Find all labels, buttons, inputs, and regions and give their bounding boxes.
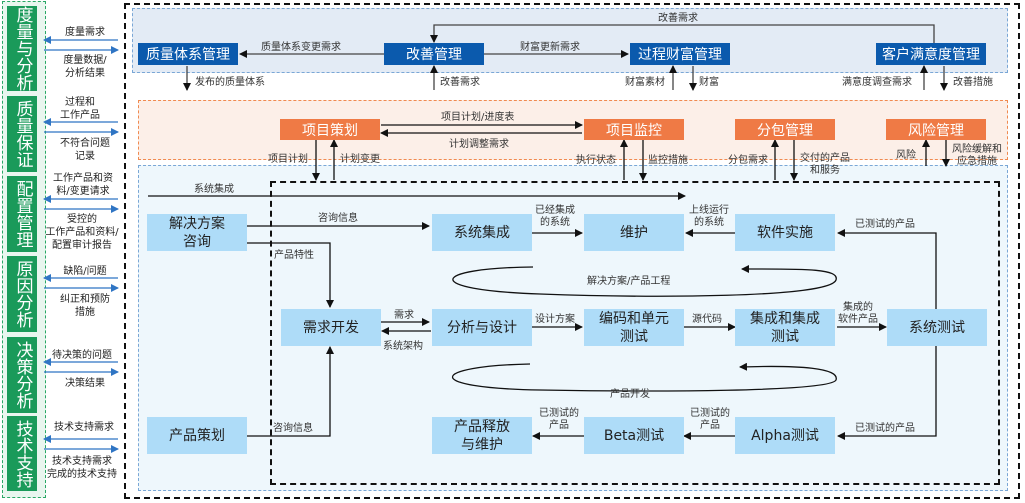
process-asset-mgmt-box[interactable]: 过程财富管理 [630, 43, 730, 65]
customer-satisfaction-mgmt-box[interactable]: 客户满意度管理 [876, 43, 986, 65]
qa-in-label: 过程和 工作产品 [60, 97, 100, 121]
measurement-in-label: 度量需求 [65, 27, 105, 38]
tab-decision-analysis[interactable]: 决策分析 [7, 337, 37, 413]
consult-info-2-label: 咨询信息 [273, 423, 313, 434]
ca-in-label: 缺陷/问题 [63, 266, 107, 277]
subcontract-mgmt-box[interactable]: 分包管理 [735, 119, 835, 140]
risk-mgmt-box[interactable]: 风险管理 [886, 119, 986, 140]
quality-change-label: 质量体系变更需求 [261, 42, 341, 53]
beta-test-box[interactable]: Beta测试 [584, 417, 684, 454]
plan-schedule-label: 项目计划/进度表 [441, 112, 515, 123]
ts-out-label: 技术支持需求 完成的技术支持 [47, 456, 117, 480]
plan-change-label: 计划变更 [340, 154, 380, 165]
consult-info-label: 咨询信息 [318, 213, 358, 224]
improvement-request-label: 改善需求 [440, 77, 480, 88]
arrow-product-features [246, 242, 334, 308]
tab-technical-support[interactable]: 技术支持 [7, 416, 37, 491]
satisfaction-survey-label: 满意度调查需求 [842, 77, 912, 88]
product-dev-loop-label: 产品开发 [610, 389, 650, 400]
arrow-improvement-top [430, 24, 935, 43]
tab-configuration-management[interactable]: 配置管理 [7, 176, 37, 252]
risk-label: 风险 [896, 150, 916, 161]
cm-in-label: 工作产品和资 料/变更请求 [53, 173, 113, 197]
tab-measurement-analysis[interactable]: 度量与分析 [7, 6, 37, 91]
requirements-dev-box[interactable]: 需求开发 [281, 309, 381, 346]
process-management-band [132, 8, 1008, 73]
project-planning-box[interactable]: 项目策划 [280, 119, 380, 140]
delivered-products-label: 交付的产品 和服务 [800, 153, 850, 176]
quality-system-mgmt-box[interactable]: 质量体系管理 [138, 43, 238, 65]
asset-update-label: 财富更新需求 [520, 42, 580, 53]
release-maint-box[interactable]: 产品释放 与维护 [432, 417, 532, 454]
measurement-out-label: 度量数据/ 分析结果 [63, 55, 107, 79]
integrated-sw-label: 集成的 软件产品 [838, 302, 878, 325]
engineering-inner-frame [270, 181, 1000, 485]
risk-mitigation-label: 风险缓解和 应急措施 [952, 144, 1002, 167]
system-test-box[interactable]: 系统测试 [887, 309, 987, 346]
improvement-request-top-label: 改善需求 [658, 13, 698, 24]
project-plan-label: 项目计划 [268, 154, 308, 165]
alpha-test-box[interactable]: Alpha测试 [735, 417, 835, 454]
exec-status-label: 执行状态 [576, 155, 616, 166]
requirement-label: 需求 [394, 310, 414, 321]
system-integration-box[interactable]: 系统集成 [432, 214, 532, 251]
published-quality-label: 发布的质量体系 [195, 77, 265, 88]
arrow-consult-info-2 [246, 346, 334, 437]
design-plan-label: 设计方案 [535, 314, 575, 325]
source-code-label: 源代码 [692, 314, 722, 325]
loop-product-dev [451, 362, 837, 392]
qa-out-label: 不符合问题 记录 [60, 138, 110, 162]
tested-product-2-label: 已测试的 产品 [539, 408, 579, 431]
main-frame [124, 3, 1020, 499]
arrow-tested-product-1 [837, 229, 937, 309]
tested-product-1-label: 已测试的产品 [855, 219, 915, 230]
plan-adjust-label: 计划调整需求 [449, 139, 509, 150]
cm-out-label: 受控的 工作产品和资料/ 配置审计报告 [45, 214, 119, 251]
improvement-measures-label: 改善措施 [953, 77, 993, 88]
asset-label: 财富 [699, 77, 719, 88]
tab-quality-assurance[interactable]: 质量保证 [7, 96, 37, 172]
solution-loop-label: 解决方案/产品工程 [587, 276, 671, 287]
tested-product-3-label: 已测试的 产品 [690, 408, 730, 431]
arrow-tested-product-4 [837, 346, 937, 440]
coding-unit-test-box[interactable]: 编码和单元 测试 [584, 309, 684, 346]
system-arch-label: 系统架构 [383, 341, 423, 352]
monitor-measures-label: 监控措施 [648, 155, 688, 166]
asset-material-label: 财富素材 [625, 77, 665, 88]
integrated-system-label: 已经集成 的系统 [535, 205, 575, 228]
online-system-label: 上线运行 的系统 [689, 205, 729, 228]
improvement-mgmt-box[interactable]: 改善管理 [384, 43, 484, 65]
project-monitoring-box[interactable]: 项目监控 [584, 119, 684, 140]
ca-out-label: 纠正和预防 措施 [60, 294, 110, 318]
subcontract-need-label: 分包需求 [728, 155, 768, 166]
software-impl-box[interactable]: 软件实施 [735, 214, 835, 251]
tab-causal-analysis[interactable]: 原因分析 [7, 256, 37, 332]
da-in-label: 待决策的问题 [52, 350, 112, 361]
maintenance-box[interactable]: 维护 [584, 214, 684, 251]
product-features-label: 产品特性 [274, 250, 314, 261]
system-integration-top-label: 系统集成 [194, 184, 234, 195]
tested-product-4-label: 已测试的产品 [855, 423, 915, 434]
ts-in-label: 技术支持需求 [54, 422, 114, 433]
da-out-label: 决策结果 [65, 378, 105, 389]
product-planning-box[interactable]: 产品策划 [147, 417, 247, 454]
analysis-design-box[interactable]: 分析与设计 [432, 309, 532, 346]
solution-consult-box[interactable]: 解决方案 咨询 [147, 214, 247, 251]
loop-solution [452, 264, 837, 297]
integration-test-box[interactable]: 集成和集成 测试 [735, 309, 835, 346]
